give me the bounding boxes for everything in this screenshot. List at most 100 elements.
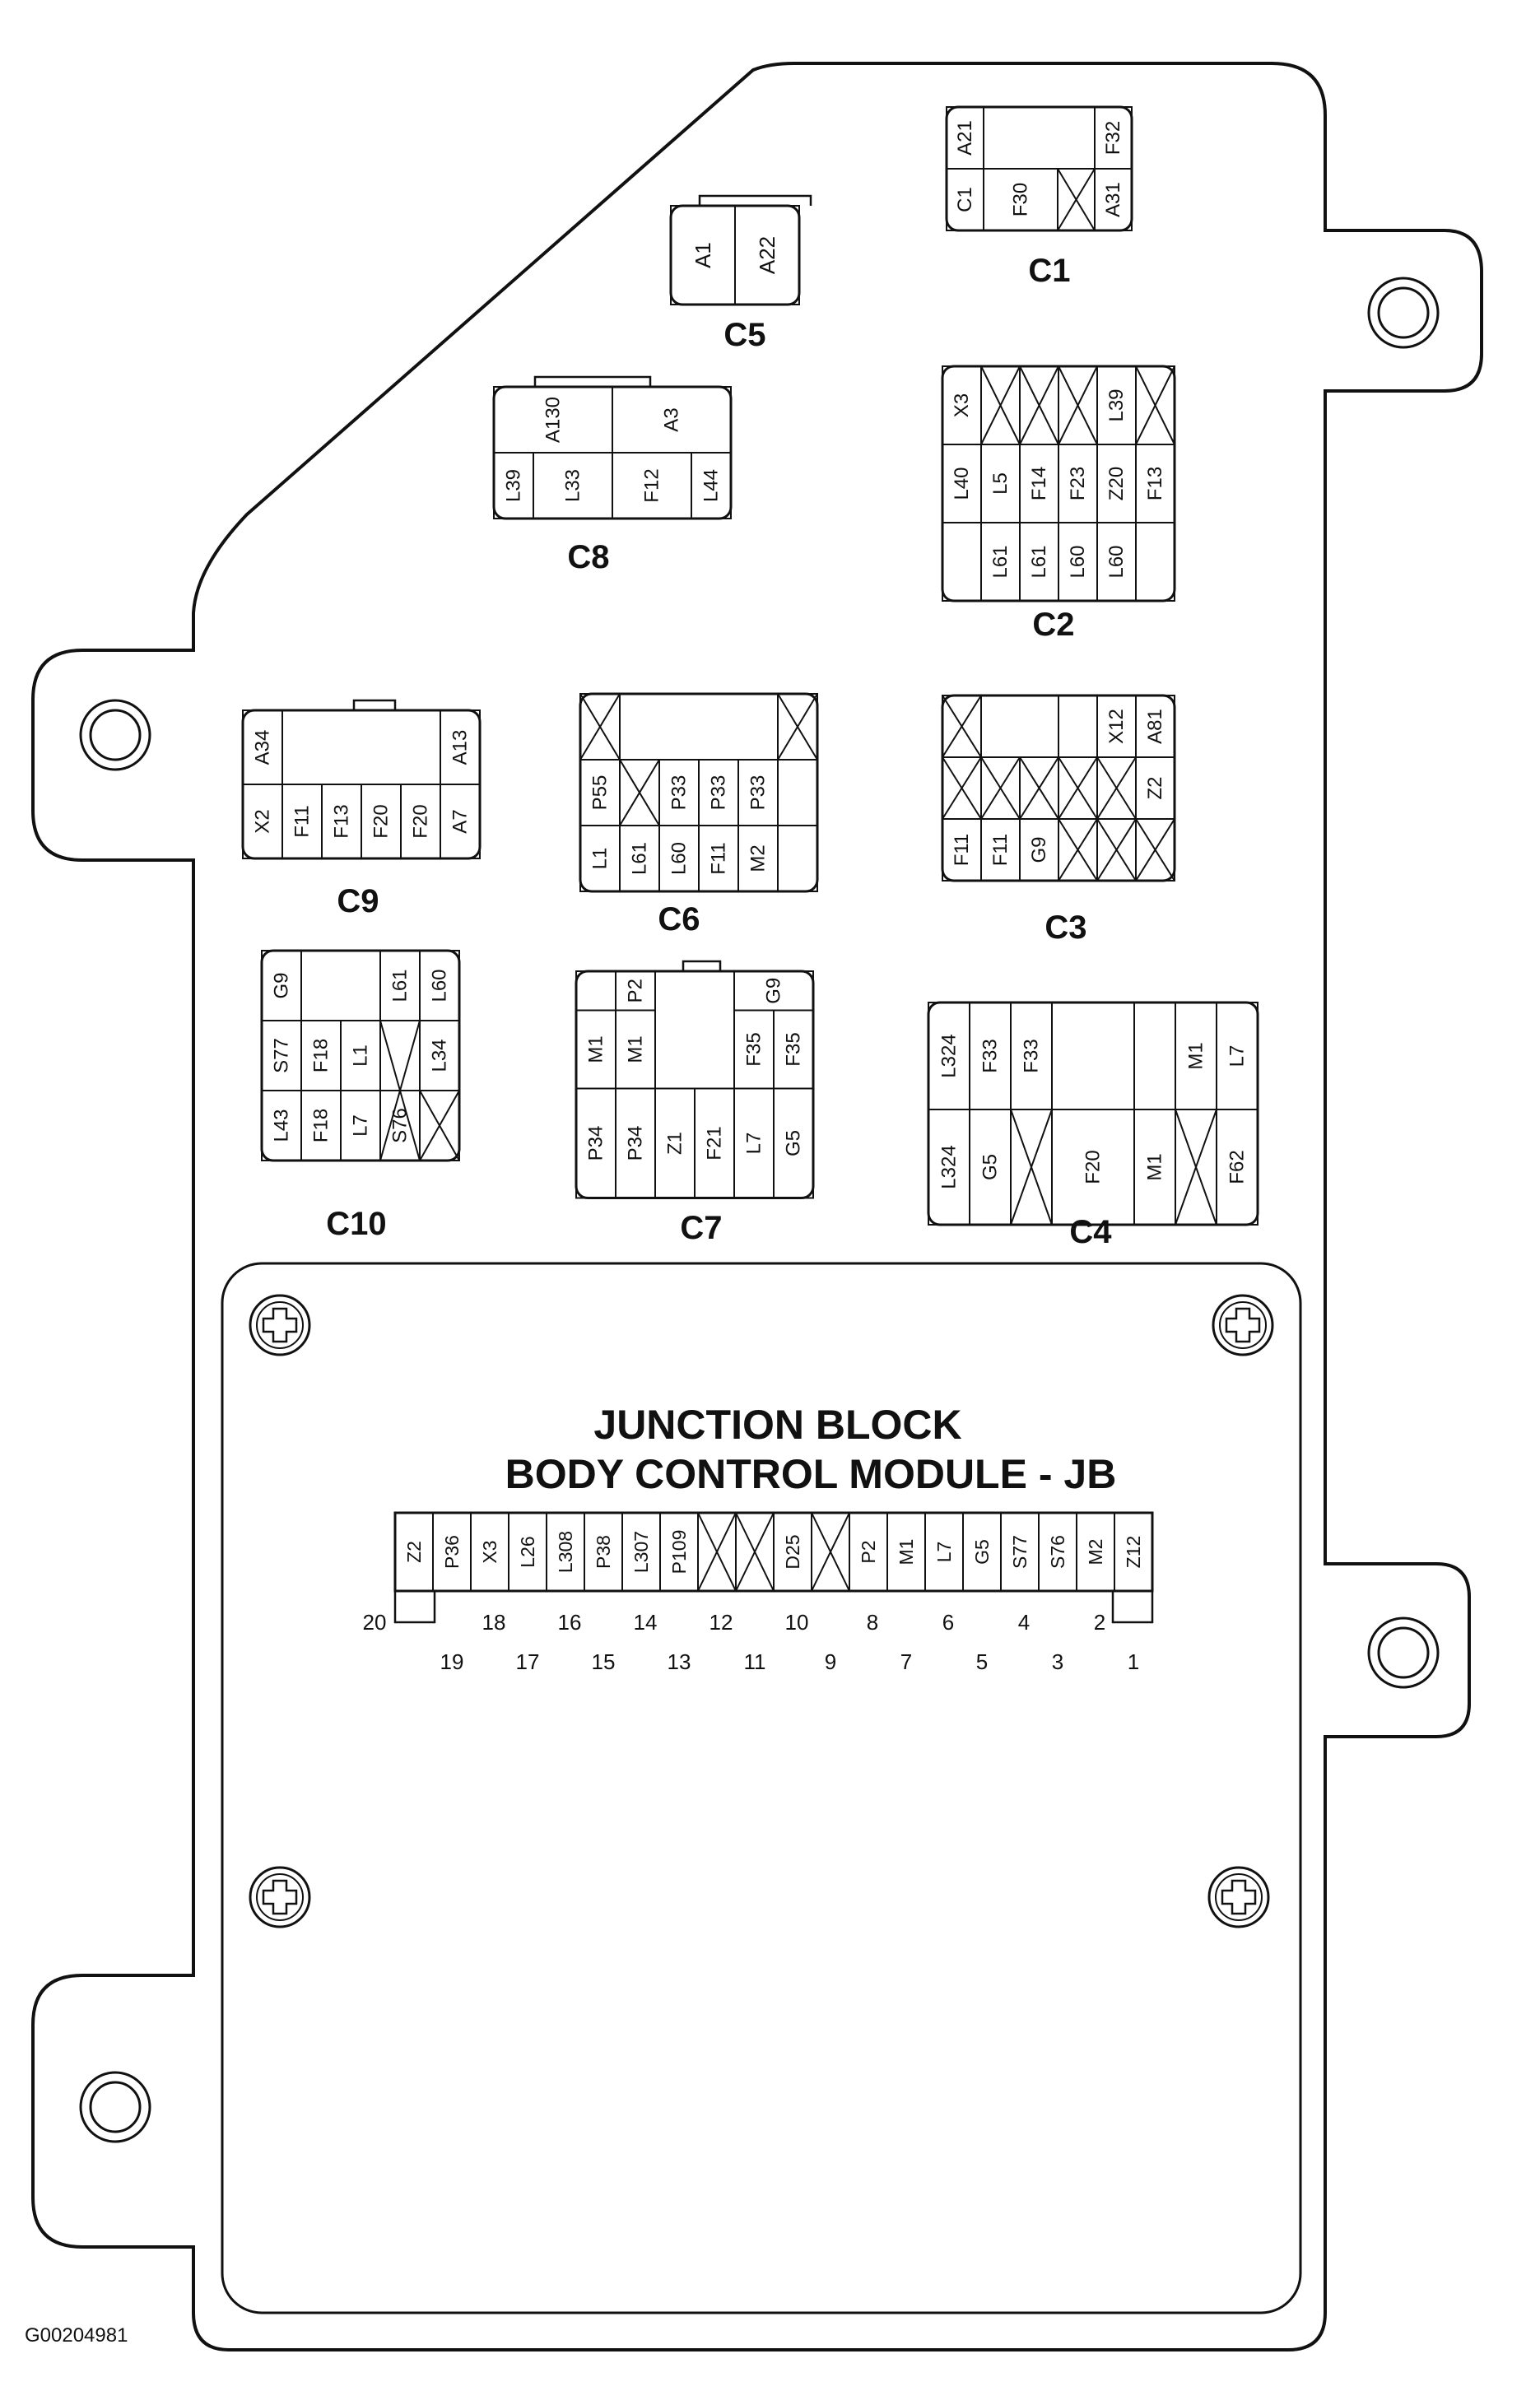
- connector-label-c5: C5: [723, 317, 765, 353]
- screw-head: [1207, 1866, 1270, 1928]
- pin-label: P2: [858, 1540, 879, 1563]
- pin-number: 4: [1018, 1610, 1030, 1635]
- diagram-title-line-2: BODY CONTROL MODULE - JB: [505, 1451, 1117, 1497]
- pin-label: F62: [1226, 1150, 1249, 1184]
- pin-label: F18: [310, 1109, 333, 1142]
- empty-cavity-x-icon: [697, 1512, 737, 1592]
- pin-label: L61: [1028, 545, 1050, 578]
- empty-cavity-x-icon: [777, 693, 818, 761]
- connector-label-c6: C6: [658, 901, 700, 937]
- pin-label: D25: [782, 1534, 803, 1569]
- pin-label: Z12: [1123, 1536, 1144, 1569]
- x-stroke: [697, 1512, 737, 1592]
- pin-label: L44: [700, 469, 723, 502]
- x-stroke: [619, 759, 660, 826]
- pin-label: M1: [896, 1539, 917, 1565]
- cavity: [734, 205, 800, 305]
- empty-cavity-x-icon: [1175, 1109, 1217, 1226]
- pin-label: L34: [429, 1039, 451, 1072]
- pin-label: Z1: [664, 1132, 686, 1155]
- pin-number: 19: [440, 1649, 464, 1674]
- pin-label: G9: [1028, 836, 1050, 863]
- x-stroke: [735, 1512, 775, 1592]
- pin-label: F12: [641, 468, 663, 502]
- pin-label: S76: [1047, 1535, 1068, 1569]
- connector-label-c3: C3: [1045, 909, 1086, 946]
- pin-number: 2: [1094, 1610, 1105, 1635]
- mounting-hole-outer: [79, 2071, 151, 2143]
- mounting-hole-outer: [79, 699, 151, 771]
- cavity: [777, 825, 818, 892]
- empty-cavity-x-icon: [942, 756, 982, 820]
- pin-label: P55: [589, 775, 612, 811]
- empty-cavity-x-icon: [811, 1512, 850, 1592]
- pin-label: S77: [271, 1038, 293, 1073]
- bcm-module-panel: [221, 1262, 1302, 2314]
- mounting-hole-inner: [89, 709, 142, 761]
- pin-label: L40: [951, 467, 973, 500]
- pin-label: F21: [704, 1126, 726, 1160]
- pin-label: A1: [691, 242, 715, 268]
- empty-cavity-x-icon: [1019, 756, 1059, 820]
- pin-label: A21: [954, 120, 976, 156]
- housing-outline: [31, 62, 1483, 2351]
- screw-rim: [256, 1301, 304, 1349]
- pin-number: 5: [976, 1649, 988, 1674]
- pin-label: L60: [1067, 545, 1089, 578]
- pin-label: L308: [555, 1531, 576, 1573]
- pin-label: M2: [747, 844, 770, 872]
- diagram-title-line-1: JUNCTION BLOCK: [593, 1402, 961, 1448]
- connector-label-c9: C9: [337, 883, 379, 919]
- x-stroke: [1057, 168, 1096, 231]
- pin-label: L60: [668, 842, 691, 875]
- pin-label: F18: [310, 1039, 333, 1072]
- pin-number: 17: [516, 1649, 540, 1674]
- cavity: [1135, 522, 1175, 602]
- pin-label: F11: [708, 842, 730, 875]
- pin-label: F35: [783, 1032, 805, 1066]
- empty-cavity-x-icon: [1058, 756, 1098, 820]
- pin-number: 10: [785, 1610, 809, 1635]
- pin-label: G9: [763, 978, 785, 1004]
- pin-label: M2: [1085, 1539, 1106, 1565]
- mounting-hole-icon: [79, 2071, 151, 2143]
- pin-label: L1: [350, 1044, 372, 1067]
- empty-cavity-x-icon: [419, 1090, 460, 1161]
- pin-label: Z2: [1144, 776, 1166, 799]
- pin-label: S76: [389, 1108, 412, 1143]
- pin-label: L39: [503, 469, 525, 502]
- pin-number: 12: [710, 1610, 733, 1635]
- pin-label: Z20: [1105, 467, 1128, 500]
- connector-label-c7: C7: [680, 1210, 722, 1246]
- pin-label: F13: [331, 804, 353, 838]
- pin-number: 14: [634, 1610, 658, 1635]
- pin-label: L26: [517, 1536, 538, 1567]
- pin-label: X3: [479, 1540, 500, 1563]
- pin-number: 13: [668, 1649, 691, 1674]
- empty-cavity-x-icon: [1058, 818, 1098, 882]
- pin-label: S77: [1009, 1535, 1031, 1569]
- mounting-hole-outer: [1367, 277, 1440, 349]
- connector-label-c8: C8: [567, 539, 609, 575]
- pin-label: L7: [933, 1542, 955, 1563]
- pin-label: L61: [389, 969, 412, 1002]
- pin-number: 8: [867, 1610, 878, 1635]
- pin-label: M1: [585, 1035, 607, 1063]
- phillips-screw-icon: [1207, 1866, 1270, 1928]
- x-stroke: [579, 693, 621, 761]
- x-stroke: [980, 756, 1021, 820]
- pin-label: L5: [989, 472, 1012, 495]
- pin-number: 3: [1052, 1649, 1063, 1674]
- connector-label-c1: C1: [1028, 253, 1070, 289]
- empty-cavity-x-icon: [1057, 168, 1096, 231]
- pin-label: A13: [449, 730, 472, 765]
- pin-label: F14: [1028, 467, 1050, 500]
- empty-cavity-x-icon: [579, 693, 621, 761]
